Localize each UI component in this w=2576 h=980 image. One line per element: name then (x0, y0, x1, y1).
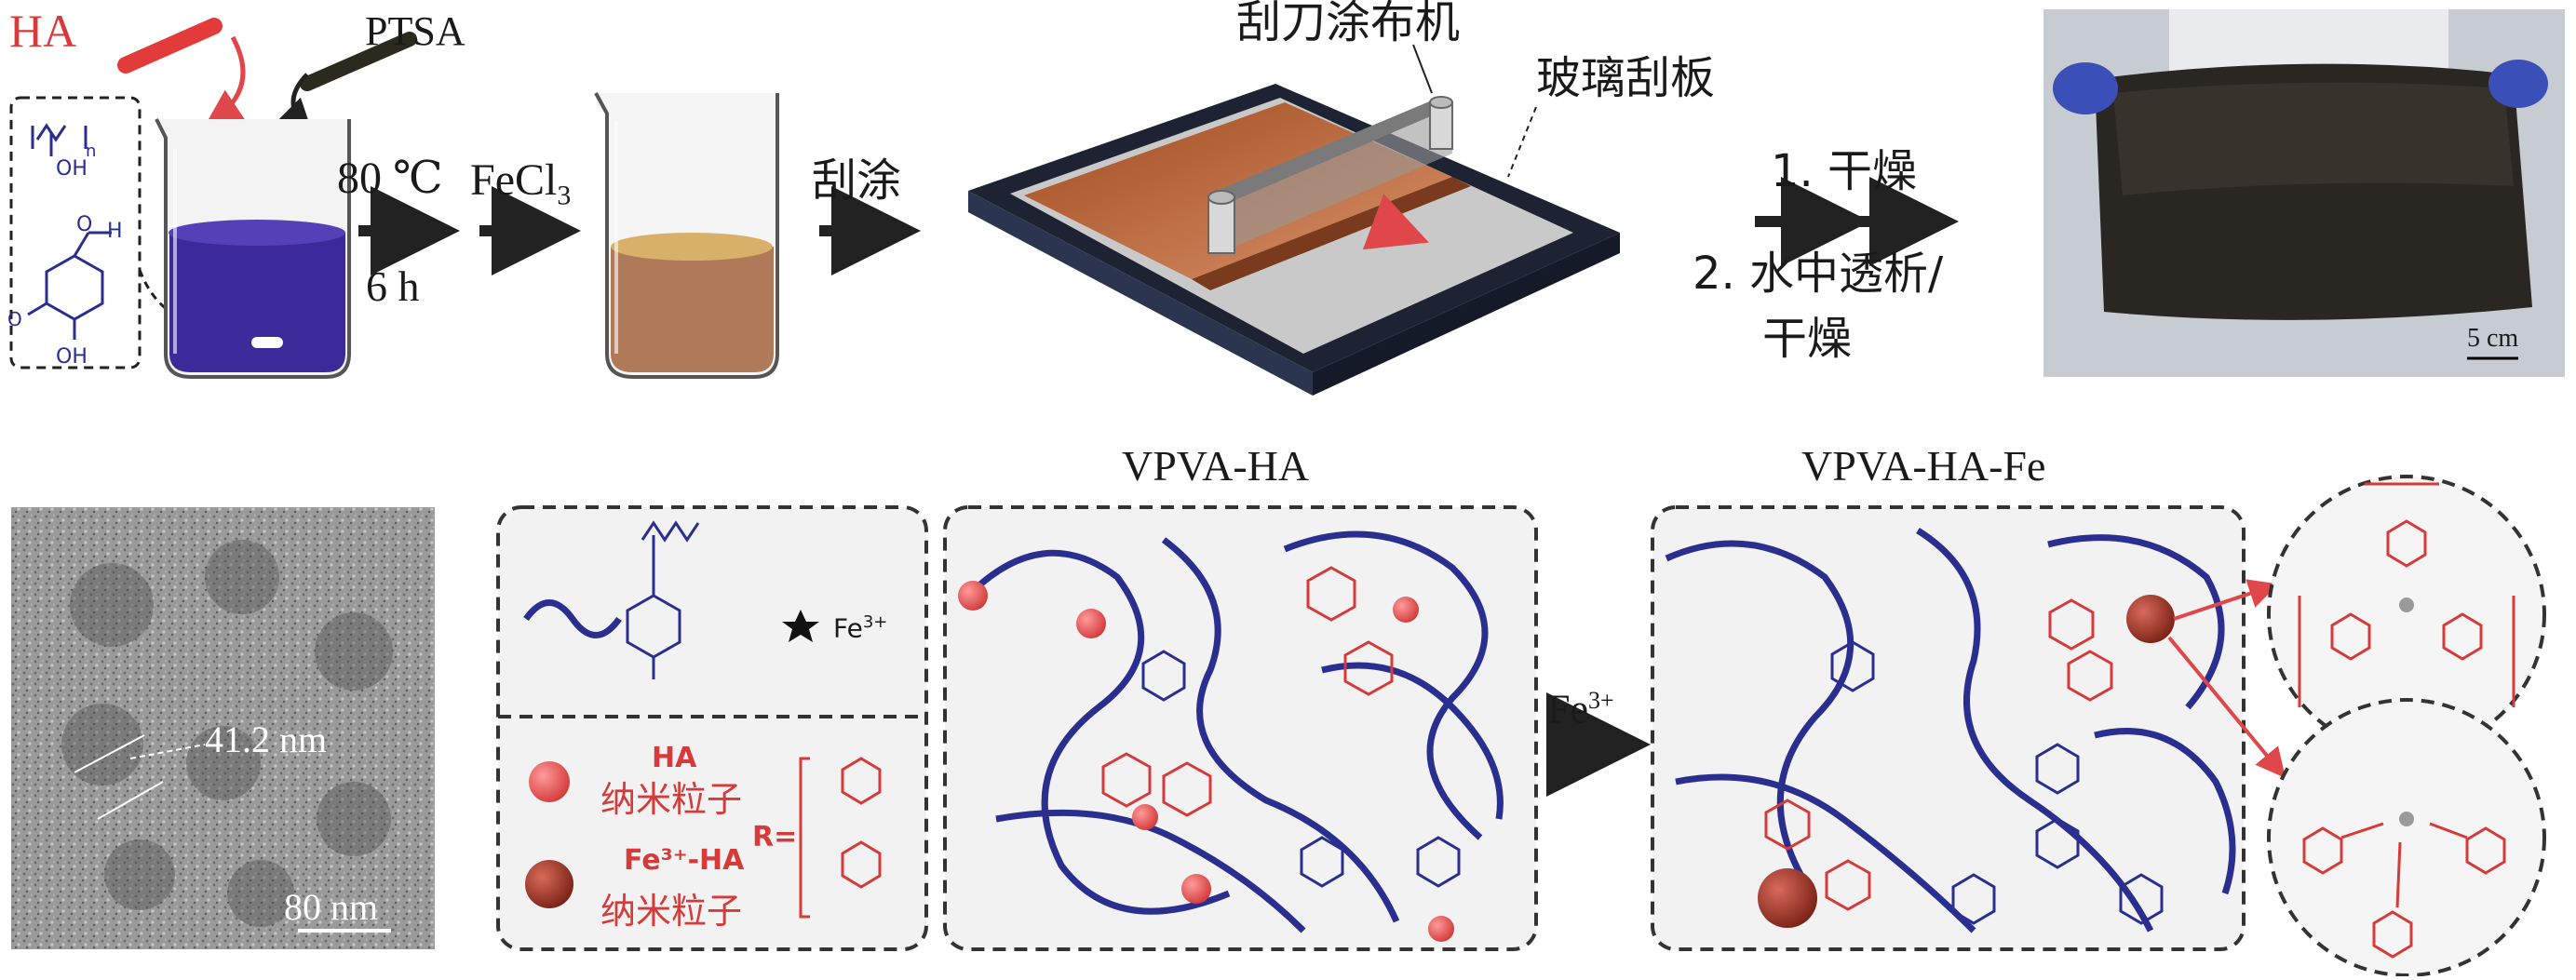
legend-ha-name: HA (652, 742, 697, 774)
blade-label: 玻璃刮板 (1536, 52, 1716, 104)
fe-carboxylate-complex (2267, 698, 2546, 977)
tem-image (11, 507, 435, 949)
step2b-label: 干燥 (1762, 313, 1853, 365)
pva-structure (31, 123, 88, 156)
legend-feha-desc: 纳米粒子 (600, 891, 743, 932)
ptsa-label: PTSA (365, 8, 465, 54)
fe-arrow-label: Fe3+ (1547, 686, 1614, 732)
monomer-box (9, 96, 142, 369)
ha-add-arrow (204, 35, 247, 127)
legend-vpva-structure (626, 520, 700, 679)
legend-polymer-icon (523, 599, 622, 638)
svg-text:H: H (107, 220, 123, 243)
vpva-ha-panel (943, 505, 1538, 951)
svg-text:O: O (76, 213, 92, 236)
ptsa-rod (300, 32, 417, 91)
legend-phenol-icon (841, 757, 882, 805)
legend-fe-label: Fe3+ (833, 612, 888, 644)
legend-feha-np-icon (525, 860, 573, 908)
svg-text:n: n (86, 141, 96, 161)
legend-fe-icon (782, 610, 819, 642)
condition-temp: 80 ℃ (337, 154, 443, 203)
legend-ha-desc: 纳米粒子 (600, 779, 743, 820)
step1-label: 1. 干燥 (1771, 145, 1918, 197)
step2-label: 2. 水中透析/ (1693, 248, 1944, 300)
beaker-reaction (155, 118, 351, 379)
legend-r-label: R= (752, 821, 798, 853)
svg-text:OH: OH (56, 345, 88, 369)
vanillin-structure (27, 231, 112, 340)
tem-size-label: 41.2 nm (205, 718, 328, 760)
ha-rod (117, 18, 223, 74)
condition-time: 6 h (366, 262, 420, 310)
coat-step-label: 刮涂 (812, 154, 902, 207)
photo-scale-label: 5 cm (2467, 324, 2519, 353)
machine-label: 刮刀涂布机 (1236, 0, 1461, 48)
film-photo (2043, 9, 2565, 377)
legend-box (496, 505, 928, 951)
panel-title-vpva-ha: VPVA-HA (1122, 442, 1310, 490)
svg-text:O: O (7, 308, 22, 330)
blade-pointer (1507, 106, 1537, 178)
legend-feha-name: Fe³⁺-HA (624, 844, 745, 877)
svg-text:OH: OH (56, 157, 88, 181)
tem-scale-label: 80 nm (284, 886, 379, 928)
blade-coater (968, 84, 1620, 396)
vpva-ha-fe-panel (1651, 505, 2286, 951)
machine-pointer (1412, 44, 1433, 94)
ha-label: HA (9, 5, 77, 57)
monomer-pointer (138, 269, 187, 323)
legend-catechol-icon (841, 840, 882, 889)
legend-ha-np-icon (529, 761, 570, 802)
panel-title-vpva-ha-fe: VPVA-HA-Fe (1801, 442, 2046, 490)
beaker-fecl3 (594, 92, 779, 379)
fecl3-label: FeCl3 (470, 155, 572, 211)
